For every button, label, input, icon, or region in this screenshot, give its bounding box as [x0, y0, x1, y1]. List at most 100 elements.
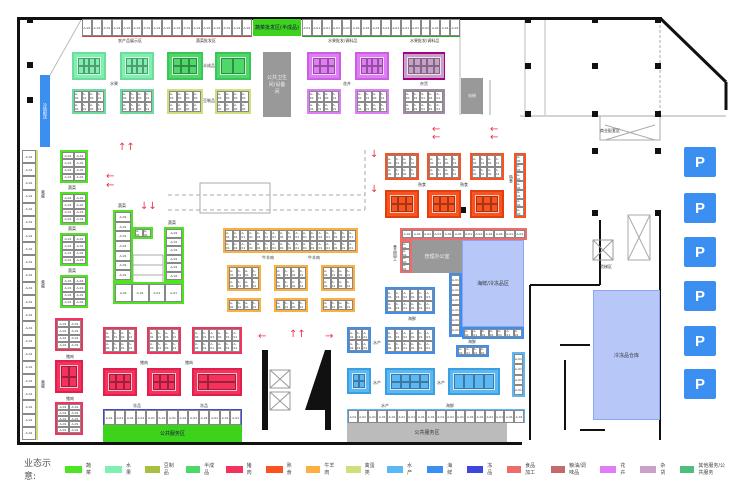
stall-cell[interactable]: A-01: [232, 329, 240, 341]
stall-cell[interactable]: A-01: [166, 246, 182, 255]
stall-cell[interactable]: A-01: [74, 194, 86, 202]
stall-cell[interactable]: A-01: [188, 410, 199, 425]
stall-cell[interactable]: A-01: [364, 101, 372, 112]
stall-cell[interactable]: A-01: [115, 212, 131, 222]
stall-cell[interactable]: A-01: [251, 300, 259, 310]
stall-cell[interactable]: A-01: [291, 278, 299, 289]
stall-cell[interactable]: A-01: [514, 410, 524, 423]
stall-cell[interactable]: A-01: [69, 404, 81, 410]
stall-cell[interactable]: A-01: [355, 329, 363, 340]
stall-cell[interactable]: A-01: [74, 298, 86, 306]
stall-cell[interactable]: A-01: [309, 101, 317, 112]
stall-cell[interactable]: A-01: [194, 340, 202, 352]
stall-cell[interactable]: A-01: [69, 327, 81, 335]
stall-cell[interactable]: A-01: [479, 166, 487, 178]
stall-cell[interactable]: A-01: [427, 91, 436, 102]
stall-cell[interactable]: A-01: [425, 340, 433, 352]
stall-cell[interactable]: A-01: [494, 155, 502, 167]
stall-cell[interactable]: A-01: [244, 278, 252, 289]
stall-cell[interactable]: A-01: [229, 278, 237, 289]
stall-cell[interactable]: A-01: [69, 409, 81, 416]
stall-cell[interactable]: A-01: [323, 278, 331, 289]
stall-cell[interactable]: A-01: [402, 166, 410, 178]
stall-cell[interactable]: A-01: [167, 410, 178, 425]
stall-cell[interactable]: A-01: [338, 300, 346, 310]
stall-block-flower[interactable]: [307, 52, 341, 80]
stall-cell[interactable]: A-01: [144, 91, 152, 102]
stall-cell[interactable]: A-01: [216, 340, 225, 352]
stall-cell[interactable]: A-01: [209, 329, 217, 341]
stall-cell[interactable]: A-01: [302, 240, 310, 251]
stall-cell[interactable]: A-01: [479, 347, 487, 355]
stall-block-pork-solid[interactable]: [55, 360, 83, 393]
stall-cell[interactable]: A-01: [435, 91, 443, 102]
stall-cell[interactable]: A-01: [241, 91, 249, 102]
stall-cell[interactable]: A-01: [298, 278, 306, 289]
stall-cell[interactable]: A-01: [62, 215, 74, 223]
stall-cell[interactable]: A-01: [74, 91, 82, 102]
stall-cell[interactable]: A-01: [445, 410, 456, 423]
stall-cell[interactable]: A-01: [74, 173, 86, 181]
stall-cell[interactable]: A-01: [455, 410, 466, 423]
stall-cell[interactable]: A-01: [316, 91, 324, 102]
stall-cell[interactable]: A-01: [74, 277, 86, 285]
stall-cell[interactable]: A-01: [57, 341, 69, 349]
stall-cell[interactable]: A-01: [321, 19, 332, 36]
stall-cell[interactable]: A-01: [283, 300, 291, 310]
stall-cell[interactable]: A-01: [416, 410, 427, 423]
stall-cell[interactable]: A-01: [263, 230, 272, 241]
stall-cell[interactable]: A-01: [357, 91, 365, 102]
stall-cell[interactable]: A-01: [484, 410, 495, 423]
stall-cell[interactable]: A-01: [402, 155, 410, 167]
stall-cell[interactable]: A-01: [311, 19, 322, 36]
stall-cell[interactable]: A-01: [22, 321, 36, 335]
stall-cell[interactable]: A-01: [225, 230, 233, 241]
stall-cell[interactable]: A-01: [22, 202, 36, 216]
stall-cell[interactable]: A-01: [357, 101, 365, 112]
stall-cell[interactable]: A-01: [105, 340, 113, 352]
stall-cell[interactable]: A-01: [349, 329, 356, 340]
stall-cell[interactable]: A-01: [255, 230, 264, 241]
stall-cell[interactable]: A-01: [286, 230, 295, 241]
stall-cell[interactable]: A-01: [229, 300, 237, 310]
stall-cell[interactable]: A-01: [409, 155, 417, 167]
stall-cell[interactable]: A-01: [22, 215, 36, 230]
stall-cell[interactable]: A-01: [57, 327, 69, 335]
stall-cell[interactable]: A-01: [224, 340, 233, 352]
stall-cell[interactable]: A-01: [473, 230, 484, 238]
stall-cell[interactable]: A-01: [177, 410, 189, 425]
stall-cell[interactable]: A-01: [22, 189, 36, 203]
stall-cell[interactable]: A-01: [345, 300, 353, 310]
stall-cell[interactable]: A-01: [217, 91, 225, 102]
stall-cell[interactable]: A-01: [244, 267, 252, 278]
stall-cell[interactable]: A-01: [230, 410, 241, 425]
stall-cell[interactable]: A-01: [505, 329, 514, 337]
stall-cell[interactable]: A-01: [425, 329, 433, 341]
stall-cell[interactable]: A-01: [402, 230, 413, 238]
stall-cell[interactable]: A-01: [417, 289, 426, 301]
stall-cell[interactable]: A-01: [402, 256, 410, 264]
stall-cell[interactable]: A-01: [283, 267, 291, 278]
stall-cell[interactable]: A-01: [355, 340, 363, 351]
zone-gray-mid[interactable]: 管理办公室: [412, 240, 462, 273]
stall-cell[interactable]: A-01: [345, 267, 353, 278]
stall-cell[interactable]: A-01: [62, 242, 74, 250]
stall-cell[interactable]: A-01: [514, 374, 523, 385]
stall-cell[interactable]: A-01: [194, 329, 202, 341]
stall-cell[interactable]: A-01: [232, 230, 241, 241]
stall-cell[interactable]: A-01: [338, 278, 346, 289]
stall-cell[interactable]: A-01: [514, 230, 525, 238]
stall-cell[interactable]: A-01: [122, 101, 130, 112]
stall-cell[interactable]: A-01: [185, 101, 193, 112]
stall-cell[interactable]: A-01: [193, 101, 201, 112]
stall-cell[interactable]: A-01: [171, 340, 179, 352]
stall-cell[interactable]: A-01: [225, 240, 233, 251]
stall-cell[interactable]: A-01: [444, 166, 452, 178]
stall-cell[interactable]: A-01: [453, 230, 464, 238]
